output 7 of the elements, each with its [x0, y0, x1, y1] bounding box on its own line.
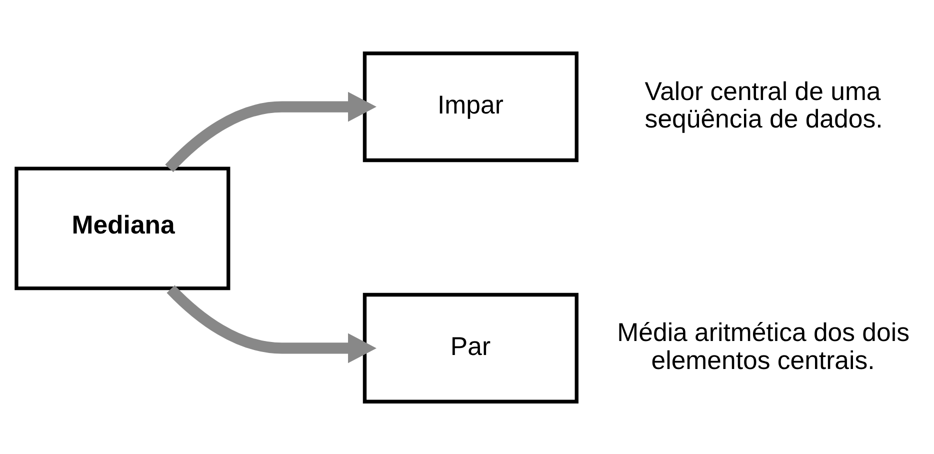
- node-box: Par: [362, 292, 578, 403]
- node-label: Valor central de uma seqüência de dados.: [644, 77, 883, 133]
- node-box: Impar: [362, 51, 578, 162]
- arrow: [166, 284, 376, 363]
- node-box: Mediana: [14, 166, 230, 290]
- arrow: [165, 91, 376, 172]
- node-label: Média aritmética dos dois elementos centrais.: [617, 318, 910, 374]
